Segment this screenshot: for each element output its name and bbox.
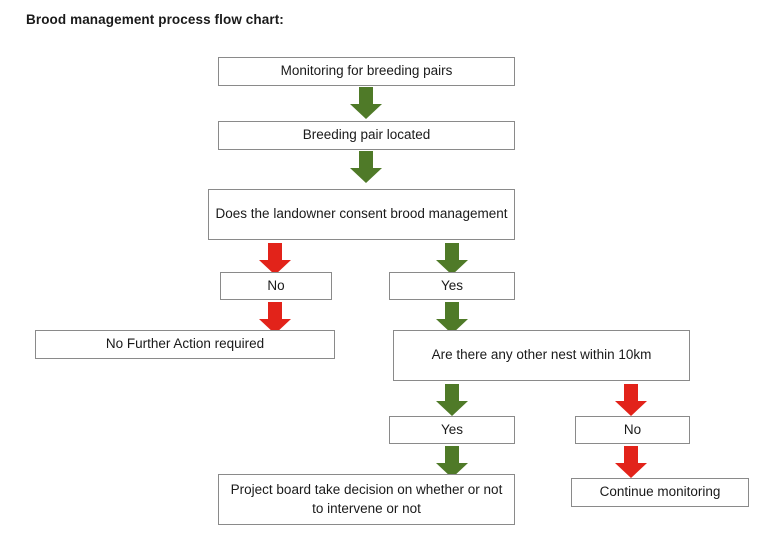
node-consent-yes: Yes: [389, 272, 515, 300]
node-no-further-action: No Further Action required: [35, 330, 335, 359]
arrow-consent-to-yes: [434, 243, 470, 276]
arrow-yes-to-other-nest: [434, 302, 470, 335]
arrow-nest-to-yes: [434, 384, 470, 417]
node-other-nest-within-10km: Are there any other nest within 10km: [393, 330, 690, 381]
node-label: Yes: [440, 277, 464, 293]
arrow-yes-to-project-board: [434, 446, 470, 479]
node-label: Monitoring for breeding pairs: [280, 63, 453, 79]
node-nest-yes: Yes: [389, 416, 515, 444]
node-label: Project board take decision on whether o…: [230, 482, 503, 516]
page-title: Brood management process flow chart:: [26, 12, 284, 27]
node-label: Continue monitoring: [599, 484, 721, 500]
arrow-nest-to-no: [613, 384, 649, 417]
node-label: No: [623, 421, 642, 437]
node-continue-monitoring: Continue monitoring: [571, 478, 749, 507]
node-nest-no: No: [575, 416, 690, 444]
node-project-board-decision: Project board take decision on whether o…: [218, 474, 515, 525]
arrow-no-to-no-further-action: [257, 302, 293, 335]
node-consent-no: No: [220, 272, 332, 300]
node-landowner-consent: Does the landowner consent brood managem…: [208, 189, 515, 240]
arrow-no-to-continue-monitoring: [613, 446, 649, 479]
node-label: Yes: [440, 421, 464, 437]
arrow-breeding-pair-to-consent: [348, 151, 384, 184]
node-label: No: [267, 277, 285, 293]
node-label: No Further Action required: [105, 336, 265, 352]
node-label: Breeding pair located: [302, 127, 431, 143]
arrow-consent-to-no: [257, 243, 293, 276]
arrow-monitoring-to-breeding-pair: [348, 87, 384, 120]
node-breeding-pair-located: Breeding pair located: [218, 121, 515, 150]
node-monitoring-for-breeding-pairs: Monitoring for breeding pairs: [218, 57, 515, 86]
node-label: Are there any other nest within 10km: [431, 347, 652, 363]
node-label: Does the landowner consent brood managem…: [215, 206, 508, 222]
